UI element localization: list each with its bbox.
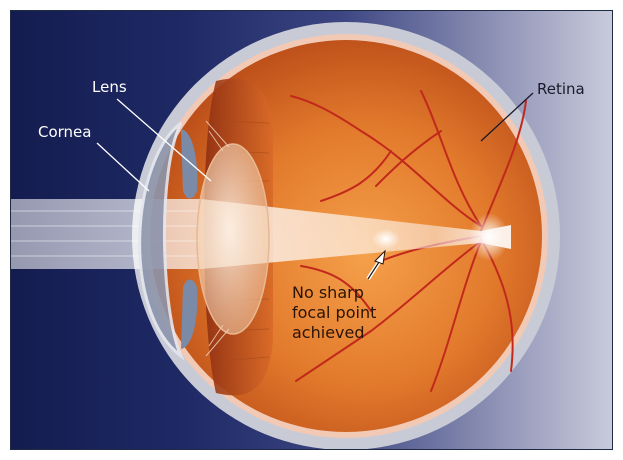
eye-diagram: Lens Cornea Retina No sharp focal point …	[10, 10, 613, 450]
blur-point	[372, 229, 400, 249]
focus-note-line-1: No sharp	[292, 283, 376, 303]
cornea-leader-line	[97, 143, 149, 191]
focus-note-line-3: achieved	[292, 323, 376, 343]
retina-label: Retina	[537, 82, 585, 97]
eye-illustration	[11, 11, 613, 450]
focus-note-line-2: focal point	[292, 303, 376, 323]
retina-glow	[469, 213, 509, 261]
lens-shape	[197, 144, 269, 334]
focus-note-label: No sharp focal point achieved	[292, 283, 376, 343]
cornea-label: Cornea	[38, 125, 91, 140]
lens-label: Lens	[92, 80, 127, 95]
